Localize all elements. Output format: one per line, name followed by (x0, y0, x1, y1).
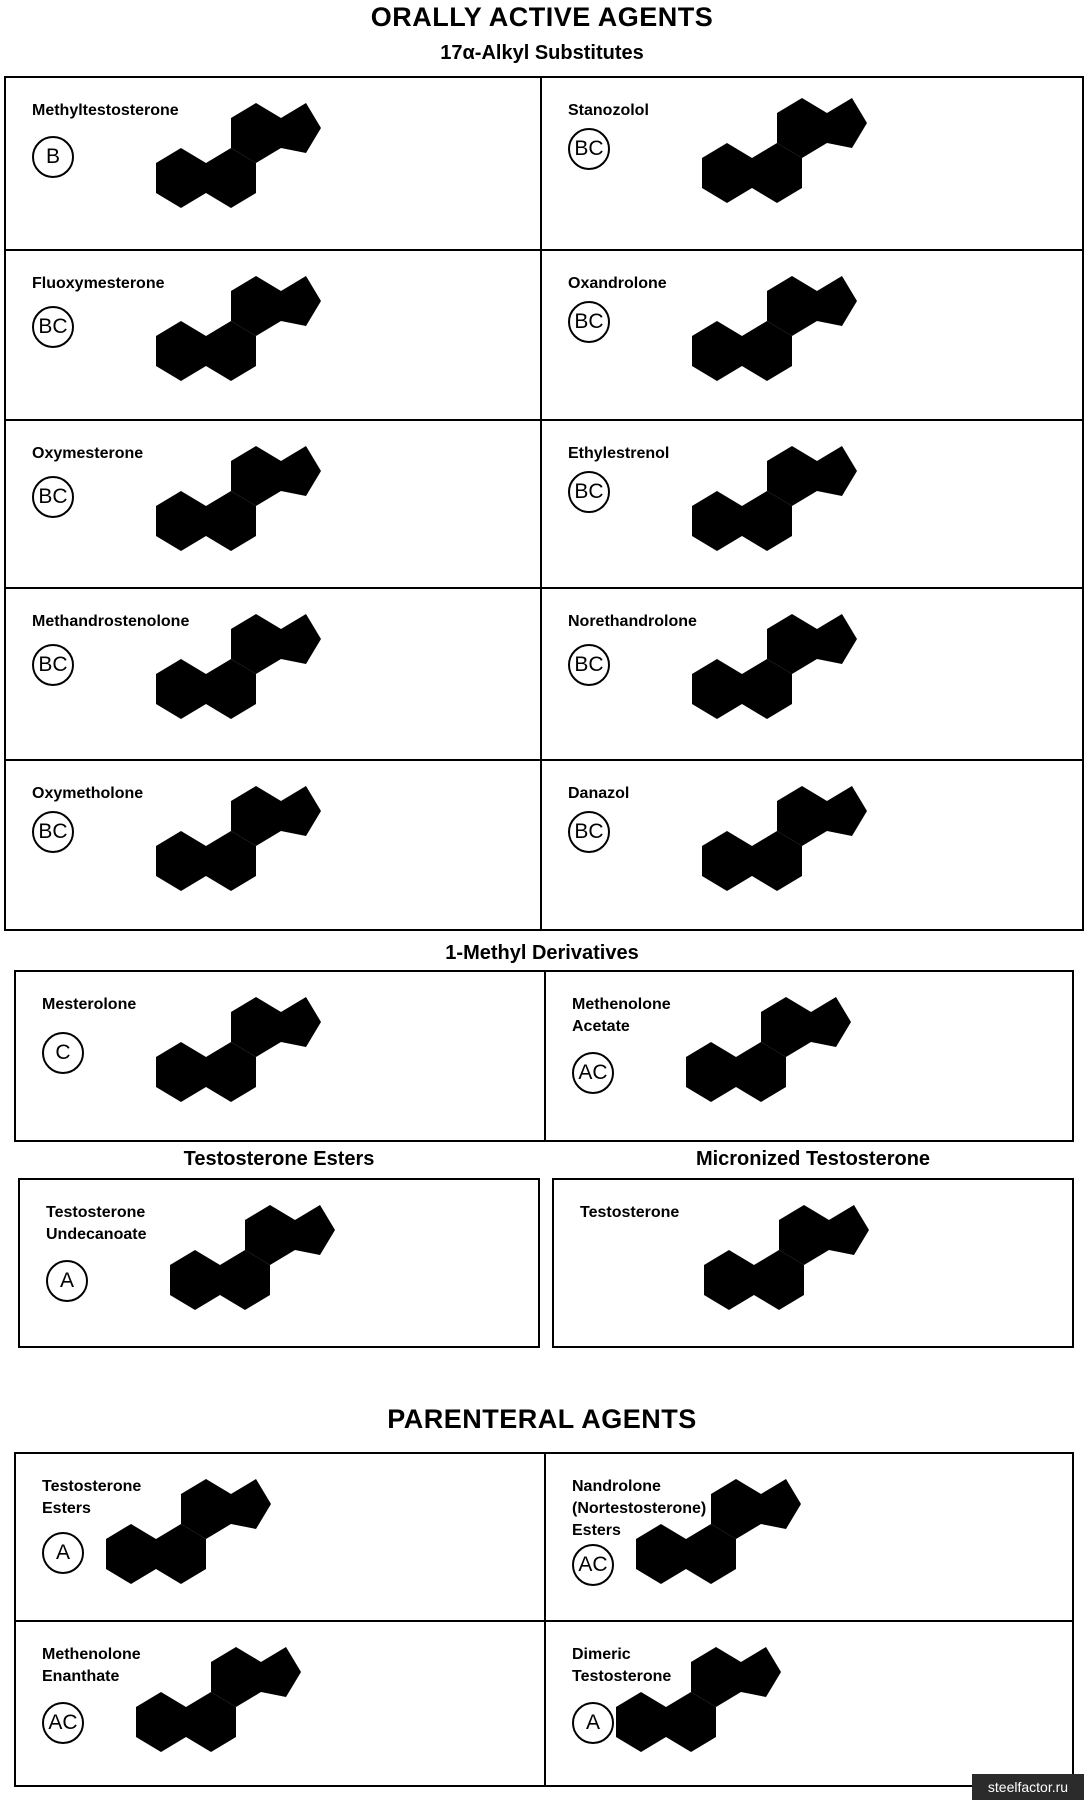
code-badge: BC (32, 644, 74, 686)
code-badge: BC (568, 644, 610, 686)
molecule (692, 443, 892, 596)
parenteral-box: Testosterone Esters A Nandrolone (Nortes… (14, 1452, 1074, 1787)
cell-fluoxymesterone: Fluoxymesterone BC (6, 251, 542, 421)
cell-methyltestosterone: Methyltestosterone B (6, 78, 542, 251)
molecule (156, 611, 356, 764)
alkyl-box: Methyltestosterone B Stanozolol BC Fluox… (4, 76, 1084, 931)
cell-methandrostenolone: Methandrostenolone BC (6, 589, 542, 761)
code-badge: BC (568, 128, 610, 170)
molecule (170, 1202, 370, 1355)
molecule (156, 273, 356, 426)
cell-nandrolone-esters: Nandrolone (Nortestosterone) Esters AC (546, 1454, 1072, 1622)
watermark: steelfactor.ru (972, 1774, 1084, 1800)
molecule (616, 1644, 816, 1797)
code-badge: A (46, 1260, 88, 1302)
cell-testosterone-esters: Testosterone Esters A (16, 1454, 546, 1622)
micronized-box: Testosterone (552, 1178, 1074, 1348)
code-badge: AC (42, 1702, 84, 1744)
code-badge: BC (568, 811, 610, 853)
code-badge: BC (32, 811, 74, 853)
cell-oxymesterone: Oxymesterone BC (6, 421, 542, 589)
code-badge: AC (572, 1052, 614, 1094)
cell-oxymetholone: Oxymetholone BC (6, 761, 542, 929)
molecule (702, 783, 902, 936)
code-badge: B (32, 136, 74, 178)
molecule (692, 611, 892, 764)
cell-ethylestrenol: Ethylestrenol BC (542, 421, 1082, 589)
cell-methenolone-acetate: Methenolone Acetate AC (546, 972, 1072, 1140)
cell-methenolone-enanthate: Methenolone Enanthate AC (16, 1622, 546, 1785)
molecule (156, 100, 356, 253)
esters-heading: Testosterone Esters (183, 1148, 375, 1170)
ester-box: Testosterone Undecanoate A (18, 1178, 540, 1348)
code-badge: A (42, 1532, 84, 1574)
code-badge: BC (568, 301, 610, 343)
alkyl-heading: 17α-Alkyl Substitutes (440, 42, 644, 64)
molecule (702, 95, 902, 248)
cell-mesterolone: Mesterolone C (16, 972, 546, 1140)
code-badge: AC (572, 1544, 614, 1586)
code-badge: BC (568, 471, 610, 513)
molecule (692, 273, 892, 426)
methyl-heading: 1-Methyl Derivatives (445, 942, 639, 964)
cell-dimeric-testosterone: Dimeric Testosterone A (546, 1622, 1072, 1785)
molecule (106, 1476, 306, 1629)
code-badge: C (42, 1032, 84, 1074)
molecule (686, 994, 886, 1147)
cell-norethandrolone: Norethandrolone BC (542, 589, 1082, 761)
cell-danazol: Danazol BC (542, 761, 1082, 929)
molecule (636, 1476, 836, 1629)
molecule (156, 994, 356, 1147)
parenteral-heading: PARENTERAL AGENTS (387, 1404, 697, 1434)
molecule (156, 443, 356, 596)
methyl-box: Mesterolone C Methenolone Acetate AC (14, 970, 1074, 1142)
micronized-heading: Micronized Testosterone (695, 1148, 931, 1170)
molecule (136, 1644, 336, 1797)
cell-oxandrolone: Oxandrolone BC (542, 251, 1082, 421)
code-badge: BC (32, 476, 74, 518)
molecule (704, 1202, 904, 1355)
molecule (156, 783, 356, 936)
oral-heading: ORALLY ACTIVE AGENTS (370, 2, 714, 32)
cell-stanozolol: Stanozolol BC (542, 78, 1082, 251)
code-badge: BC (32, 306, 74, 348)
code-badge: A (572, 1702, 614, 1744)
